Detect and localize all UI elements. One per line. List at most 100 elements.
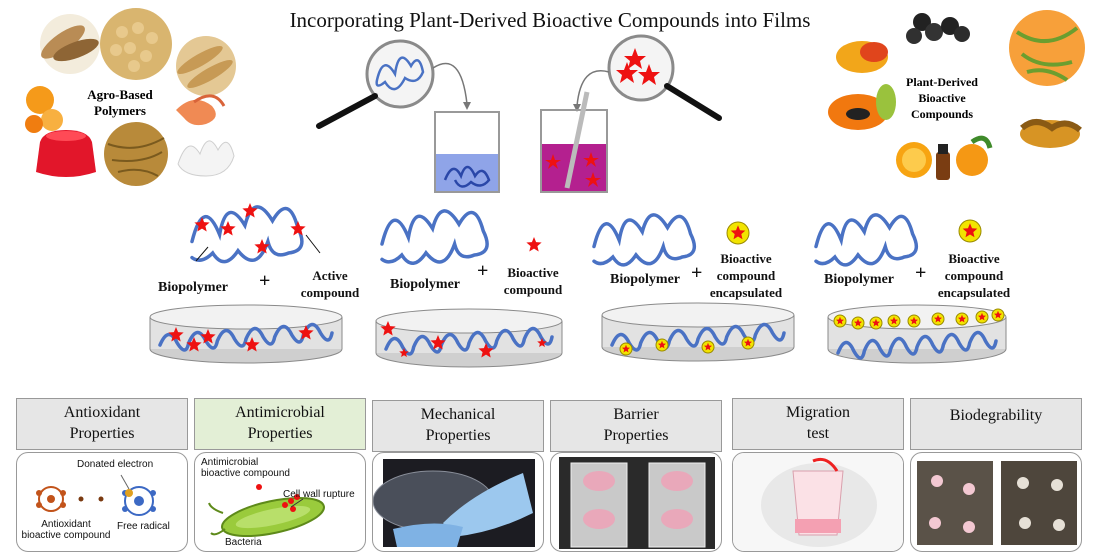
orange-photo (896, 135, 993, 178)
sweet-potatoes-photo (40, 14, 100, 74)
approach-2-compound-line1: Bioactive (507, 265, 559, 280)
approach-2-film-star-5 (537, 338, 547, 347)
approach-2-film-star-2 (399, 348, 409, 357)
barrier-cup-2 (583, 509, 615, 529)
panel-biodegradability (910, 452, 1082, 552)
antioxidant-molecule-icon (36, 486, 66, 512)
antimicrobial-diagram (208, 484, 325, 538)
soybeans-photo (100, 8, 172, 80)
donated-electron-label: Donated electron (77, 459, 154, 470)
barrier-cup-4 (661, 509, 693, 529)
beaker-bioactive-solution (540, 91, 608, 193)
approach-2-film-star-3 (430, 335, 446, 350)
red-gelatin-photo (36, 130, 96, 177)
approach-4-compound-line1: Bioactive (948, 251, 1000, 266)
straw-fibers-photo (104, 122, 168, 186)
approach-4-compound-line3: encapsulated (937, 285, 1011, 300)
antioxidant-compound-label: Antioxidant bioactive compound (21, 519, 111, 541)
approach-4-film-capsule-8-core (978, 312, 986, 321)
header-antioxidant: Antioxidant Properties (16, 398, 188, 450)
header-mechanical: Mechanical Properties (372, 400, 544, 452)
approach-4-film-capsule-5-core (910, 316, 918, 325)
barrier-cup-1 (583, 471, 615, 491)
header-biodegradability: Biodegrability (910, 398, 1082, 450)
header-migration-line2: test (806, 425, 830, 442)
turmeric-photo (1020, 119, 1082, 148)
shrimp-photo (176, 94, 226, 126)
antimicrobial-compound-line2: bioactive compound (201, 468, 290, 479)
oranges-photo (25, 86, 63, 133)
approach-4-plus: + (915, 262, 927, 284)
approach-3-compound-line2: compound (716, 268, 776, 283)
cell-wall-rupture-label: Cell wall rupture (283, 489, 355, 500)
approach-3-compound-line3: encapsulated (709, 285, 783, 300)
antimicrobial-compound-label: Antimicrobial bioactive compound (201, 457, 290, 479)
approach-4-compound-label: Bioactive compound encapsulated (930, 250, 1018, 301)
approach-1-biopolymer-label: Biopolymer (158, 280, 228, 295)
magnifier-bioactive-icon (573, 34, 722, 121)
approach-4-film-capsule-7-core (958, 314, 966, 323)
approach-4-film-capsule-1-core (836, 316, 844, 325)
approach-3-compound-line1: Bioactive (720, 251, 772, 266)
free-radical-label: Free radical (117, 521, 170, 532)
approach-4-film-capsule-4-core (890, 316, 898, 325)
approach-3-plus: + (691, 262, 703, 284)
papaya-photo (828, 84, 896, 130)
approach-1-film-star-3 (200, 329, 216, 344)
approach-2-free-star (526, 237, 542, 252)
header-antioxidant-line2: Properties (69, 425, 135, 442)
blackberries-photo (906, 13, 970, 44)
header-antimicrobial: Antimicrobial Properties (194, 398, 366, 450)
header-antimicrobial-line1: Antimicrobial (235, 404, 325, 421)
approach-1-star-1 (194, 217, 210, 232)
header-migration: Migration test (732, 398, 904, 450)
approach-4-capsule-core (962, 223, 978, 238)
approach-1-star-2 (220, 221, 236, 236)
mango-photo (836, 41, 888, 73)
glove-hand (443, 473, 533, 537)
header-biodegradability-line1: Biodegrability (949, 407, 1043, 424)
bioactive-label-line2: Bioactive (918, 91, 966, 105)
approach-2-compound-line2: compound (503, 282, 563, 297)
bioactive-label-line1: Plant-Derived (906, 75, 978, 89)
agro-polymers-photos: Agro-Based Polymers (25, 8, 236, 186)
approach-4-film-capsule-9-core (994, 310, 1002, 319)
header-migration-line1: Migration (786, 404, 850, 421)
approach-4-film-capsule-3-core (872, 318, 880, 327)
approach-1-compound-line2: compound (300, 285, 360, 300)
approach-2-film-star-4 (478, 343, 494, 358)
barrier-cup-3 (661, 471, 693, 491)
approach-4-polymer-coil (814, 213, 919, 267)
approach-1-star-5 (290, 221, 306, 236)
header-antioxidant-line1: Antioxidant (63, 404, 141, 421)
carrot-peels-photo (1009, 10, 1085, 86)
approach-1-star-4 (254, 239, 270, 254)
approach-4-compound-line2: compound (944, 268, 1004, 283)
approach-3-polymer-coil (592, 213, 697, 267)
approach-1-compound-line1: Active (312, 268, 348, 283)
header-barrier: Barrier Properties (550, 400, 722, 452)
panel-antioxidant: Donated electron Antioxidant bioactive c… (16, 452, 188, 552)
panel-mechanical (372, 452, 544, 552)
approach-1-film-star-5 (298, 325, 314, 340)
approaches-row (130, 195, 1090, 375)
approach-3-film-capsule-2-core (658, 340, 666, 349)
header-antimicrobial-line2: Properties (247, 425, 313, 442)
approach-illustrations (149, 203, 1007, 368)
bioactive-photos: Plant-Derived Bioactive Compounds (828, 10, 1085, 180)
approach-3-compound-label: Bioactive compound encapsulated (702, 250, 790, 301)
approach-1-arrow-biopolymer (195, 246, 209, 262)
migration-photo (733, 453, 903, 551)
bioactive-compounds-cluster: Plant-Derived Bioactive Compounds (822, 2, 1092, 192)
approach-3-biopolymer-label: Biopolymer (610, 272, 680, 287)
free-radical-icon (122, 486, 156, 516)
beaker-illustration (305, 30, 735, 200)
approach-1-film-star-2 (186, 337, 202, 352)
header-barrier-line2: Properties (603, 427, 669, 444)
beaker-biopolymer-solution (434, 111, 500, 193)
panel-barrier (550, 452, 722, 552)
approach-1-plus: + (259, 270, 271, 292)
approach-1-polymer-coil (190, 205, 304, 264)
barrier-photo (559, 457, 715, 549)
approach-2-film-star-1 (380, 321, 396, 336)
